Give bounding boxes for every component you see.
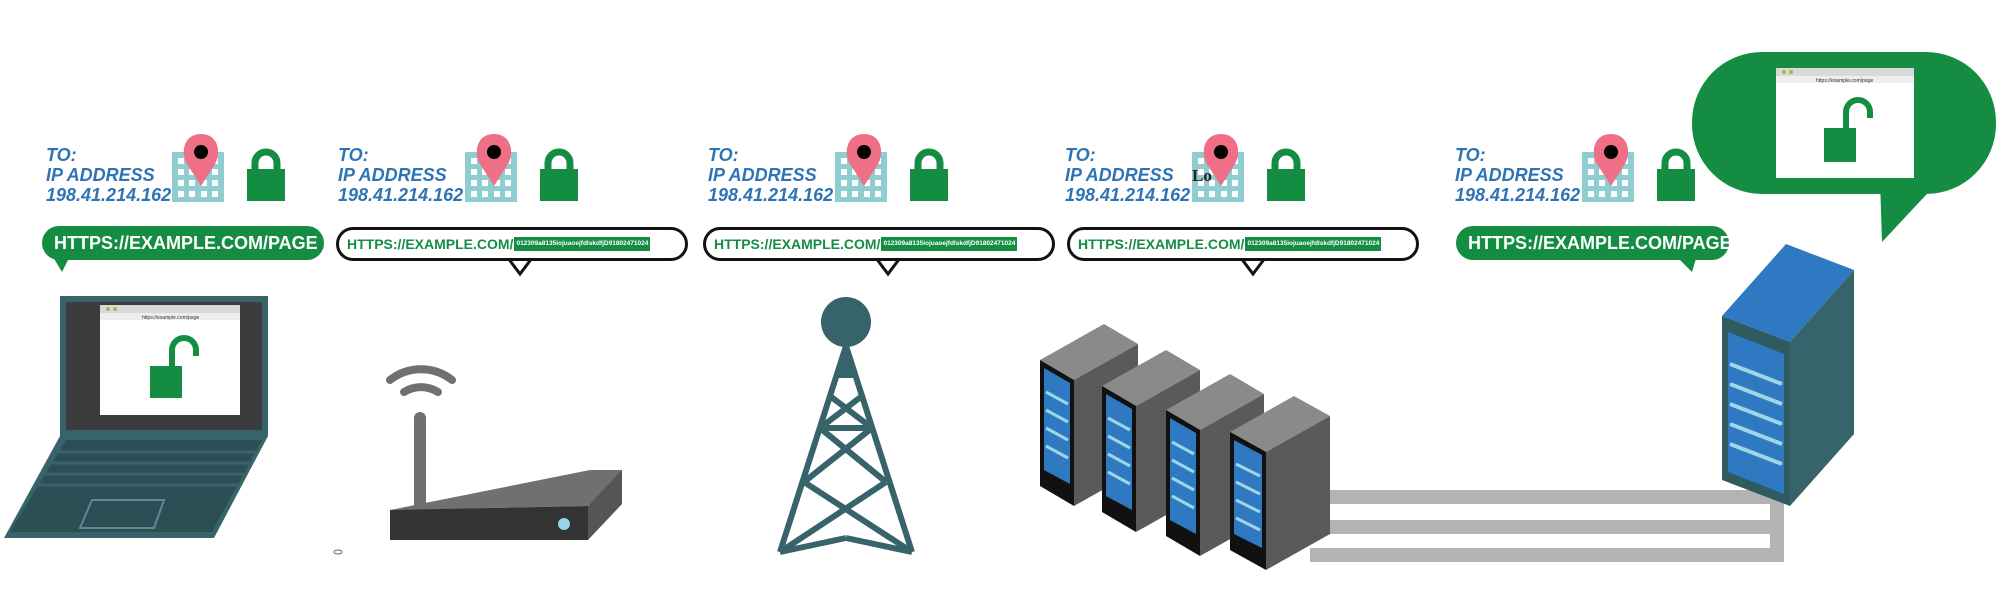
to-label: TO: <box>1455 145 1486 165</box>
to-label: TO: <box>1065 145 1096 165</box>
to-label: TO: <box>708 145 739 165</box>
destination-label-3: TO: IP ADDRESS 198.41.214.162 <box>708 145 833 205</box>
server-response-bubble: https://example.com/page <box>1692 52 1996 242</box>
destination-label-5: TO: IP ADDRESS 198.41.214.162 <box>1455 145 1580 205</box>
unlocked-padlock-icon <box>1824 97 1873 162</box>
unlocked-padlock-icon <box>150 335 199 398</box>
to-label: TO: <box>46 145 77 165</box>
url-text: HTTPS://EXAMPLE.COM/PAGE <box>1468 233 1732 253</box>
destination-label-4: TO: IP ADDRESS 198.41.214.162 <box>1065 145 1190 205</box>
url-bubble-5: HTTPS://EXAMPLE.COM/PAGE <box>1456 226 1732 260</box>
ip-address-value: 198.41.214.162 <box>1455 185 1581 205</box>
url-text: HTTPS://EXAMPLE.COM/PAGE <box>54 233 318 253</box>
ip-address-label: IP ADDRESS <box>338 165 447 185</box>
ip-address-label: IP ADDRESS <box>1065 165 1174 185</box>
browser-address: https://example.com/page <box>1816 78 1873 84</box>
url-scrambled-text: 012309a8135iojuaoejfdlskdfjD91802471024 <box>881 237 1018 251</box>
ip-address-value: 198.41.214.162 <box>46 185 172 205</box>
url-scrambled-text: 012309a8135iojuaoejfdlskdfjD91802471024 <box>514 237 651 251</box>
url-bubble-1: HTTPS://EXAMPLE.COM/PAGE <box>42 226 324 260</box>
stray-text: Lo <box>1192 166 1212 185</box>
server-rack-icon <box>1040 324 1330 570</box>
url-bubble-4: HTTPS://EXAMPLE.COM/ 012309a8135iojuaoej… <box>1067 227 1419 261</box>
ip-address-label: IP ADDRESS <box>46 165 155 185</box>
url-bubble-3: HTTPS://EXAMPLE.COM/ 012309a8135iojuaoej… <box>703 227 1055 261</box>
url-scrambled-text: 012309a8135iojuaoejfdlskdfjD91802471024 <box>1245 237 1382 251</box>
url-base-text: HTTPS://EXAMPLE.COM/ <box>347 236 514 252</box>
ip-address-value: 198.41.214.162 <box>1065 185 1191 205</box>
destination-label-2: TO: IP ADDRESS 198.41.214.162 <box>338 145 463 205</box>
network-cables <box>1310 490 1784 562</box>
to-label: TO: <box>338 145 369 165</box>
destination-label-1: TO: IP ADDRESS 198.41.214.162 <box>46 145 171 205</box>
cell-tower-icon <box>777 297 915 555</box>
laptop-icon: https://example.com/page <box>4 296 268 538</box>
ip-address-label: IP ADDRESS <box>1455 165 1564 185</box>
ip-address-value: 198.41.214.162 <box>338 185 464 205</box>
ip-address-value: 198.41.214.162 <box>708 185 834 205</box>
url-base-text: HTTPS://EXAMPLE.COM/ <box>1078 236 1245 252</box>
wifi-router-icon <box>333 365 622 555</box>
url-bubble-2: HTTPS://EXAMPLE.COM/ 012309a8135iojuaoej… <box>336 227 688 261</box>
origin-server-icon <box>1722 244 1854 506</box>
url-base-text: HTTPS://EXAMPLE.COM/ <box>714 236 881 252</box>
ip-address-label: IP ADDRESS <box>708 165 817 185</box>
browser-address: https://example.com/page <box>142 315 199 321</box>
